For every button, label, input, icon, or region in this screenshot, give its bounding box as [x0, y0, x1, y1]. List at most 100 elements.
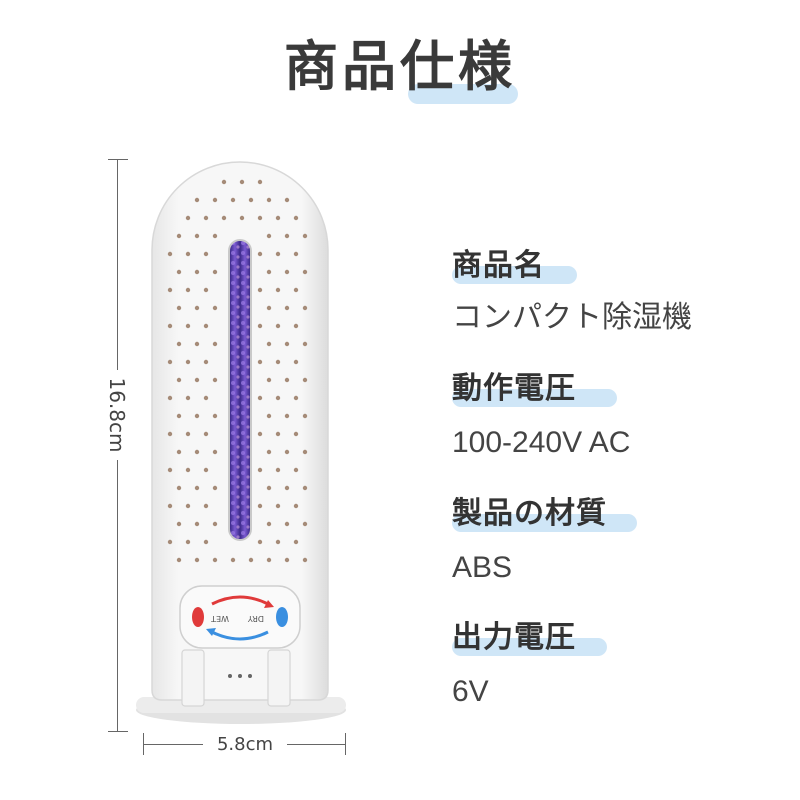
- vent-hole: [167, 251, 173, 257]
- vent-hole: [239, 215, 245, 221]
- vent-hole: [176, 485, 182, 491]
- vent-hole: [266, 521, 272, 527]
- vent-holes: [167, 179, 308, 563]
- spec-highlight: [452, 266, 577, 284]
- vent-hole: [167, 359, 173, 365]
- stand-leg-left: [181, 649, 205, 707]
- vent-hole: [248, 197, 254, 203]
- vent-hole: [221, 179, 227, 185]
- vent-hole: [284, 521, 290, 527]
- vent-hole: [275, 431, 281, 437]
- height-dimension-cap-top: [108, 159, 128, 160]
- vent-hole: [194, 341, 200, 347]
- stand-leg-right: [267, 649, 291, 707]
- vent-hole: [167, 323, 173, 329]
- vent-hole: [185, 359, 191, 365]
- wet-label: WET: [211, 614, 229, 623]
- spec-operating-voltage: 動作電圧 100-240V AC: [452, 369, 630, 463]
- vent-hole: [212, 521, 218, 527]
- vent-hole: [266, 449, 272, 455]
- vent-hole: [212, 305, 218, 311]
- vent-hole: [248, 557, 254, 563]
- vent-hole: [212, 233, 218, 239]
- vent-hole: [185, 251, 191, 257]
- vent-hole: [203, 467, 209, 473]
- vent-hole: [293, 431, 299, 437]
- vent-hole: [194, 377, 200, 383]
- vent-hole: [293, 323, 299, 329]
- vent-hole: [185, 215, 191, 221]
- spec-highlight: [452, 514, 637, 532]
- vent-hole: [185, 467, 191, 473]
- vent-hole: [284, 233, 290, 239]
- vent-hole: [284, 557, 290, 563]
- vent-hole: [302, 485, 308, 491]
- spec-output-voltage: 出力電圧 6V: [452, 618, 607, 712]
- vent-hole: [293, 539, 299, 545]
- vent-hole: [302, 341, 308, 347]
- vent-hole: [185, 395, 191, 401]
- vent-hole: [194, 413, 200, 419]
- vent-hole: [212, 341, 218, 347]
- vent-hole: [266, 197, 272, 203]
- vent-hole: [176, 377, 182, 383]
- spec-product-name: 商品名 コンパクト除湿機: [452, 246, 692, 338]
- vent-hole: [212, 377, 218, 383]
- vent-hole: [167, 503, 173, 509]
- vent-hole: [266, 485, 272, 491]
- vent-hole: [167, 467, 173, 473]
- vent-hole: [266, 413, 272, 419]
- vent-hole: [239, 179, 245, 185]
- vent-hole: [284, 341, 290, 347]
- title-highlight: [408, 84, 518, 104]
- vent-hole: [194, 485, 200, 491]
- vent-hole: [176, 269, 182, 275]
- vent-hole: [302, 377, 308, 383]
- vent-hole: [284, 485, 290, 491]
- spec-highlight: [452, 389, 617, 407]
- width-dimension-cap-right: [345, 733, 346, 755]
- vent-hole: [185, 539, 191, 545]
- vent-hole: [266, 341, 272, 347]
- vent-hole: [257, 503, 263, 509]
- vent-hole: [302, 269, 308, 275]
- vent-hole: [230, 197, 236, 203]
- vent-hole: [203, 503, 209, 509]
- spec-heading: 製品の材質: [452, 496, 607, 531]
- vent-hole: [176, 521, 182, 527]
- vent-hole: [176, 341, 182, 347]
- vent-hole: [185, 503, 191, 509]
- vent-hole: [203, 395, 209, 401]
- vent-hole: [266, 269, 272, 275]
- vent-hole: [212, 449, 218, 455]
- vent-hole: [284, 269, 290, 275]
- vent-hole: [275, 395, 281, 401]
- vent-hole: [293, 251, 299, 257]
- vent-hole: [284, 197, 290, 203]
- spec-material: 製品の材質 ABS: [452, 494, 637, 588]
- vent-hole: [194, 233, 200, 239]
- dry-label: DRY: [248, 614, 264, 623]
- vent-hole: [293, 503, 299, 509]
- vent-hole: [293, 467, 299, 473]
- height-dimension-label: 16.8cm: [102, 370, 132, 460]
- vent-hole: [257, 215, 263, 221]
- spec-heading: 動作電圧: [452, 371, 576, 406]
- vent-hole: [194, 449, 200, 455]
- vent-hole: [176, 449, 182, 455]
- vent-hole: [176, 233, 182, 239]
- spec-value: 6V: [452, 675, 489, 708]
- vent-hole: [203, 251, 209, 257]
- vent-hole: [212, 557, 218, 563]
- vent-hole: [293, 215, 299, 221]
- vent-hole: [257, 395, 263, 401]
- vent-hole: [203, 323, 209, 329]
- crystal-window: [228, 239, 252, 541]
- vent-hole: [293, 359, 299, 365]
- spec-value: ABS: [452, 551, 513, 584]
- vent-hole: [284, 449, 290, 455]
- vent-hole: [275, 215, 281, 221]
- vent-hole: [266, 377, 272, 383]
- vent-hole: [176, 305, 182, 311]
